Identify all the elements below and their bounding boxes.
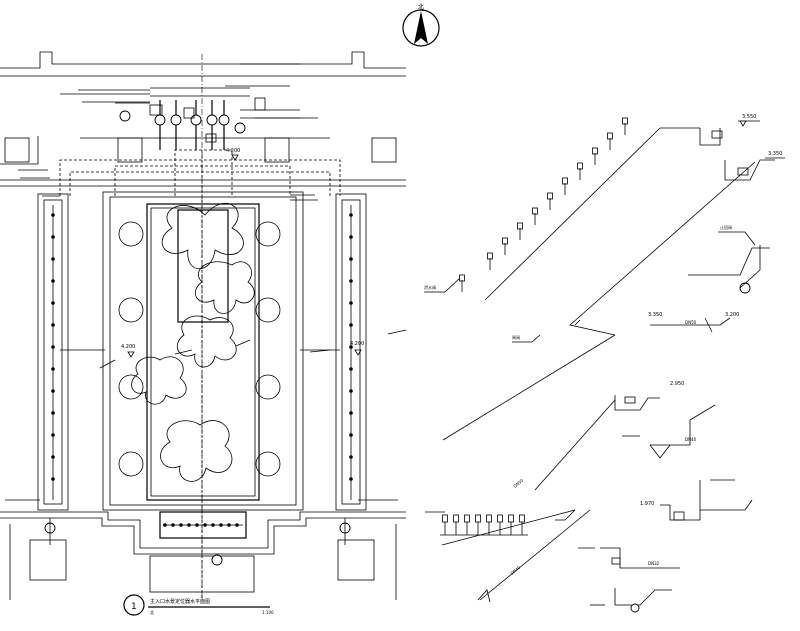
jet-nozzle-dot [51,477,55,481]
flower-motifs [131,202,255,482]
sprinkler-head-icon [497,514,503,523]
pit-icon [211,554,223,566]
sprinkler-head-icon [622,117,628,125]
bottom-nozzle-row [163,523,243,527]
jet-dots [51,213,353,481]
svg-text:4.200: 4.200 [121,344,135,350]
nozzle-dot [235,523,239,527]
nozzle-dot [195,523,199,527]
svg-text:DN32: DN32 [648,561,660,566]
system-notes: 泄水阀 闸阀 止回阀 [424,224,756,606]
jet-nozzle-dot [349,257,353,261]
jet-nozzle-dot [349,389,353,393]
jet-nozzle-dot [51,389,55,393]
svg-text:1.970: 1.970 [640,501,654,507]
svg-text:北: 北 [150,609,154,615]
nozzle-dot [187,523,191,527]
jet-nozzle-dot [51,279,55,283]
jet-nozzle-dot [349,345,353,349]
drawing-number: 1 [131,602,137,612]
elevation-tags: 3.550 3.350 3.350 3.200 2.950 1.970 [640,114,785,507]
drawing-scale: 1:100 [262,610,274,615]
svg-text:止回阀: 止回阀 [720,224,732,230]
sprinkler-head-icon [532,207,538,215]
elevation-marker: 4.200 [350,341,364,356]
nozzle-dot [171,523,175,527]
sprinkler-head-icon [607,132,613,140]
jet-nozzle-dot [51,257,55,261]
jet-nozzle-dot [51,411,55,415]
planter-circles [118,221,281,477]
sprinkler-row-lower [442,514,525,535]
jet-nozzle-dot [51,213,55,217]
jet-nozzle-dot [349,477,353,481]
sprinkler-heads [459,117,628,292]
sprinkler-head-icon [464,514,470,523]
sprinkler-head-icon [486,514,492,523]
nozzle-dot [203,523,207,527]
jet-nozzle-dot [349,433,353,437]
jet-nozzle-dot [51,433,55,437]
sprinkler-head-icon [475,514,481,523]
sprinkler-head-icon [442,514,448,523]
jet-nozzle-dot [51,235,55,239]
svg-text:3.550: 3.550 [742,114,756,120]
svg-text:DN50: DN50 [512,477,524,488]
drawing-title: 主入口水景定位器水平面图 [150,598,210,605]
jet-nozzle-dot [349,367,353,371]
branch-fittings [477,128,775,613]
sprinkler-head-icon [562,177,568,185]
sprinkler-head-icon [517,222,523,230]
plan-view: 4.200 4.200 4.200 1 主入口水景定位器水平面图 北 [0,51,407,616]
svg-text:闸阀: 闸阀 [512,334,520,340]
nozzle-dot [219,523,223,527]
sprinkler-head-icon [508,514,514,523]
sprinkler-head-icon [502,237,508,245]
jet-nozzle-dot [349,213,353,217]
nozzle-dot [211,523,215,527]
svg-text:DN50: DN50 [685,320,697,325]
jet-nozzle-dot [51,367,55,371]
jet-nozzle-dot [51,345,55,349]
sprinkler-head-icon [519,514,525,523]
svg-text:4.200: 4.200 [226,148,240,154]
jet-nozzle-dot [349,411,353,415]
drawing-title-block: 1 主入口水景定位器水平面图 北 1:100 [123,594,274,616]
sprinkler-head-icon [592,147,598,155]
svg-text:4.200: 4.200 [350,341,364,347]
elevation-marker: 4.200 [121,344,135,358]
svg-text:3.350: 3.350 [648,312,662,318]
jet-nozzle-dot [349,455,353,459]
pipe-system-isometric: 3.550 3.350 3.350 3.200 2.950 1.970 DN50… [424,114,785,613]
north-label: 北 [418,3,424,11]
valve-cluster [119,97,266,143]
sprinkler-head-icon [577,162,583,170]
jet-nozzle-dot [349,301,353,305]
jet-nozzle-dot [349,279,353,283]
jet-nozzle-dot [349,323,353,327]
pipe-size-labels: DN50 DN50 DN40 DN40 DN32 [509,320,696,576]
north-arrow-icon: 北 [402,3,440,47]
svg-text:3.200: 3.200 [725,312,739,318]
nozzle-dot [179,523,183,527]
svg-text:泄水阀: 泄水阀 [424,284,436,290]
sprinkler-head-icon [547,192,553,200]
svg-text:DN40: DN40 [685,437,697,442]
jet-nozzle-dot [51,301,55,305]
jet-nozzle-dot [349,235,353,239]
jet-nozzle-dot [51,323,55,327]
sprinkler-head-icon [453,514,459,523]
elevation-marker: 4.200 [226,148,240,161]
nozzle-dot [163,523,167,527]
svg-text:DN40: DN40 [509,564,521,575]
svg-text:3.350: 3.350 [768,151,782,157]
nozzle-dot [227,523,231,527]
jet-nozzle-dot [51,455,55,459]
svg-text:2.950: 2.950 [670,381,684,387]
sprinkler-head-icon [487,252,493,260]
annotation-leaders [5,63,407,501]
